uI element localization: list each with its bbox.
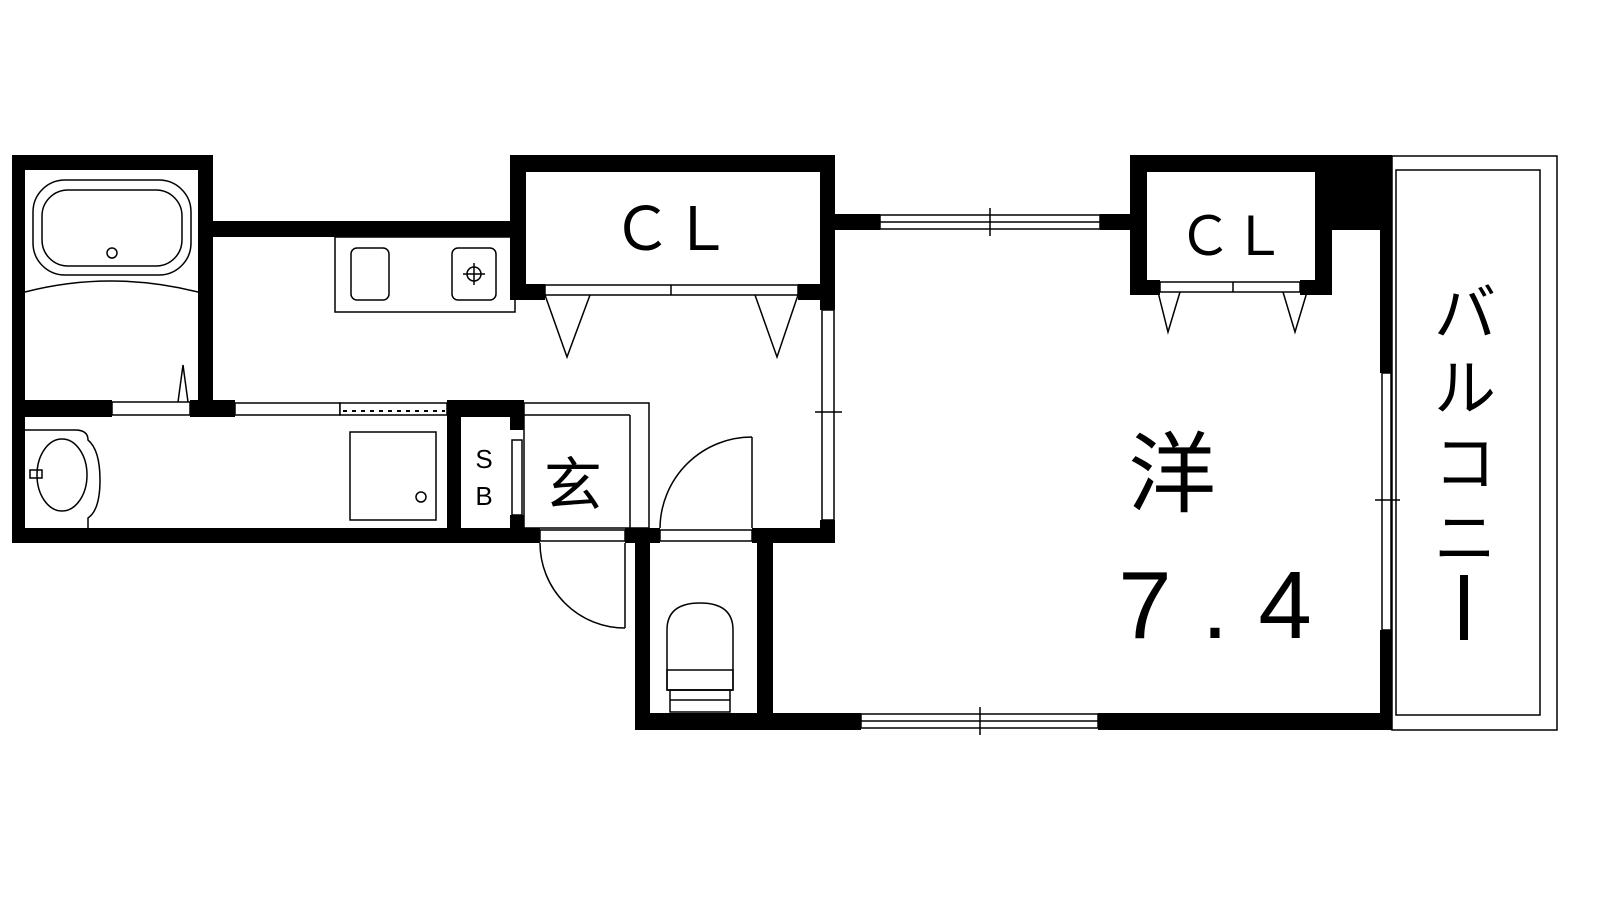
shoe-box-label-b: B — [475, 481, 492, 511]
walls — [12, 155, 1392, 730]
western-room-label: 洋 — [1128, 423, 1216, 526]
closet-1-label: ＣＬ — [612, 196, 732, 263]
toilet — [666, 602, 734, 713]
western-room-size: 7.4 — [1118, 552, 1341, 659]
entrance-label: 玄 — [544, 451, 602, 519]
bathtub — [24, 179, 199, 416]
washroom — [25, 402, 448, 528]
balcony-char: コ — [1434, 427, 1496, 500]
balcony-char: バ — [1434, 277, 1496, 350]
balcony-label: バ ル コ ニ — [1434, 277, 1496, 640]
washing-machine-pan — [349, 431, 437, 521]
closet-doors — [544, 281, 1308, 360]
balcony-char: ル — [1434, 352, 1496, 425]
kitchen-counter — [334, 236, 516, 313]
balcony-char: ニ — [1434, 502, 1496, 575]
entrance — [511, 402, 753, 629]
shoe-box-label-s: S — [475, 444, 492, 474]
closet-2-label: ＣＬ — [1178, 207, 1286, 267]
balcony-char-long-vowel — [1460, 575, 1468, 640]
balcony — [1391, 155, 1558, 731]
windows — [815, 208, 1400, 735]
